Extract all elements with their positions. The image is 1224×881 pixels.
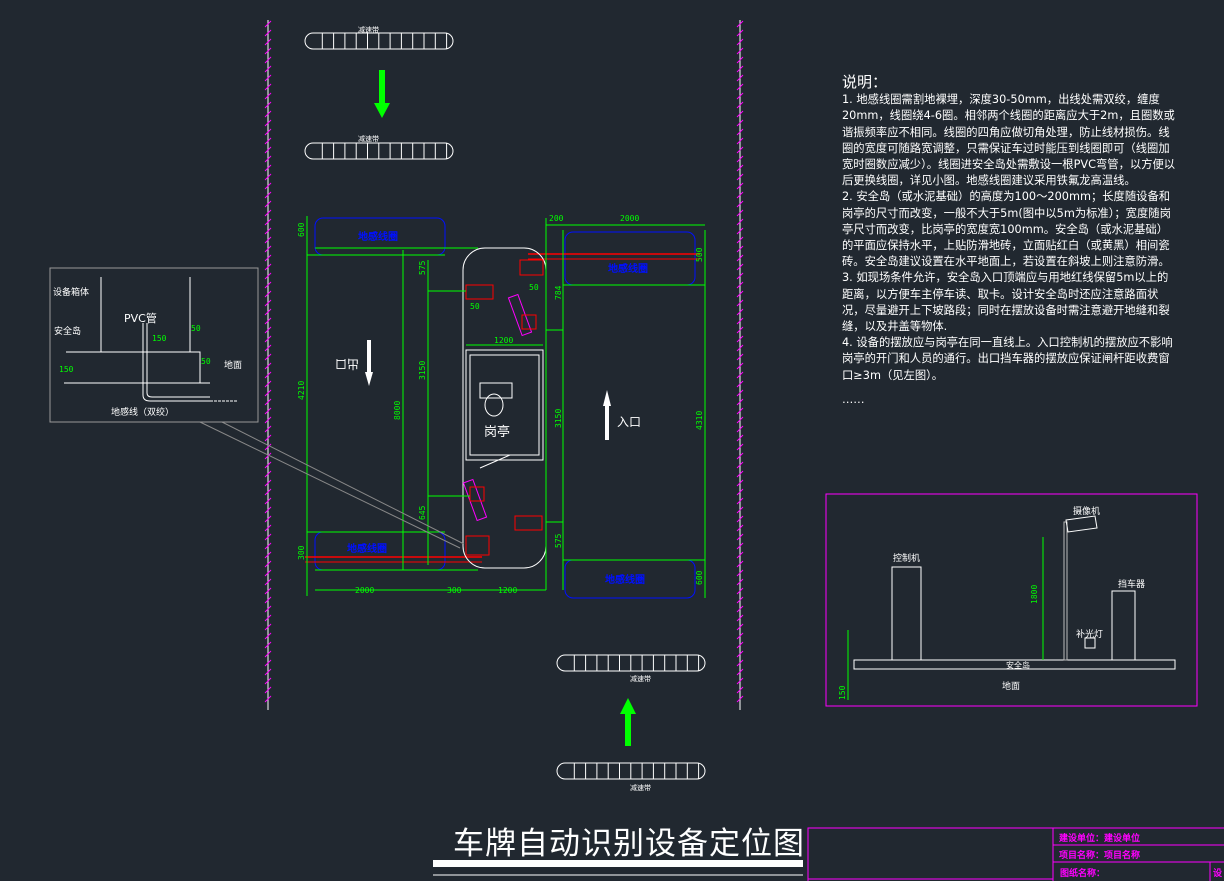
speed-bump bbox=[304, 142, 454, 160]
svg-text:补光灯: 补光灯 bbox=[1076, 628, 1103, 640]
svg-text:摄像机: 摄像机 bbox=[1073, 505, 1100, 517]
svg-text:150: 150 bbox=[59, 365, 74, 374]
bump-label: 减速带 bbox=[358, 25, 379, 34]
dimension-label: 600 bbox=[695, 570, 704, 585]
speed-bump bbox=[556, 762, 706, 780]
svg-text:控制机: 控制机 bbox=[893, 552, 920, 564]
dimension-label: 3150 bbox=[554, 409, 563, 428]
svg-text:地感线（双绞）: 地感线（双绞） bbox=[111, 406, 174, 418]
booth: 岗亭 bbox=[465, 349, 544, 469]
inset-elevation: 摄像机 控制机 挡车器 补光灯 安全岛 地面 1800 150 bbox=[825, 493, 1198, 707]
dimension-label: 200 bbox=[549, 214, 564, 223]
svg-text:150: 150 bbox=[152, 334, 167, 343]
arrow-up-icon bbox=[620, 698, 636, 746]
arrow-down-icon bbox=[374, 70, 390, 118]
speed-bump bbox=[556, 654, 706, 672]
svg-text:地面: 地面 bbox=[1002, 680, 1020, 692]
svg-text:150: 150 bbox=[838, 685, 847, 700]
bump-label: 减速带 bbox=[630, 783, 651, 792]
dimension-label: 1200 bbox=[494, 336, 513, 345]
dimension-label: 50 bbox=[470, 302, 480, 311]
dimension-label: 8000 bbox=[393, 401, 402, 420]
road-edge-right bbox=[736, 20, 744, 710]
booth-label: 岗亭 bbox=[484, 424, 510, 440]
dimension-label: 4310 bbox=[695, 411, 704, 430]
dimension-label: 600 bbox=[297, 222, 306, 237]
dimension-label: 4210 bbox=[297, 381, 306, 400]
bump-label: 减速带 bbox=[630, 674, 651, 683]
loop-exit-top: 地感线圈 bbox=[314, 217, 446, 256]
loop-exit-bottom: 地感线圈 bbox=[314, 531, 446, 571]
dimension-label: 645 bbox=[418, 505, 427, 520]
note-item: 3. 如现场条件允许，安全岛入口顶端应与用地红线保留5m以上的距离，以方便车主停… bbox=[842, 271, 1170, 334]
dimension-label: 500 bbox=[695, 247, 704, 262]
arrow-down-icon bbox=[365, 340, 373, 386]
project-field: 项目名称：项目名称 bbox=[1059, 849, 1140, 861]
svg-text:地感线圈: 地感线圈 bbox=[608, 262, 648, 275]
arrow-up-icon bbox=[603, 390, 611, 440]
entry-label: 入口 bbox=[617, 415, 641, 429]
title-block bbox=[807, 827, 1224, 881]
dimension-labels: 600 4210 8000 3150 575 645 300 2000 300 1200 1200 2… bbox=[297, 214, 704, 595]
speed-bumps bbox=[304, 32, 706, 780]
svg-text:1800: 1800 bbox=[1030, 585, 1039, 604]
svg-text:地感线圈: 地感线圈 bbox=[347, 542, 387, 555]
svg-text:50: 50 bbox=[201, 357, 211, 366]
svg-text:安全岛: 安全岛 bbox=[54, 325, 81, 337]
exit-label: 出口 bbox=[335, 357, 359, 371]
dimension-label: 50 bbox=[529, 283, 539, 292]
dimension-label: 784 bbox=[554, 285, 563, 300]
road-edge-left bbox=[264, 20, 272, 710]
builder-field: 建设单位：建设单位 bbox=[1059, 832, 1140, 844]
svg-text:地感线圈: 地感线圈 bbox=[358, 230, 398, 243]
speed-bump bbox=[304, 32, 454, 50]
note-item: 4. 设备的摆放应与岗亭在同一直线上。入口控制机的摆放应不影响岗亭的开门和人员的… bbox=[842, 336, 1173, 382]
svg-text:安全岛: 安全岛 bbox=[1006, 660, 1030, 670]
svg-text:地感线圈: 地感线圈 bbox=[605, 573, 645, 586]
bump-label: 减速带 bbox=[358, 134, 379, 143]
inset-loop-section: 设备箱体 PVC管 安全岛 地面 地感线（双绞） 150 150 50 50 bbox=[49, 267, 259, 423]
dimension-label: 1200 bbox=[498, 586, 517, 595]
note-item: 2. 安全岛（或水泥基础）的高度为100～200mm；长度随设备和岗亭的尺寸而改… bbox=[842, 190, 1171, 269]
note-item: 1. 地感线圈需割地裸埋，深度30-50mm，出线处需双绞，缠度20mm，线圈绕… bbox=[842, 93, 1176, 188]
dimension-label: 2000 bbox=[355, 586, 374, 595]
devices bbox=[462, 259, 544, 556]
notes-ellipsis: …… bbox=[842, 392, 865, 406]
dimension-label: 3150 bbox=[418, 361, 427, 380]
dimension-label: 575 bbox=[418, 260, 427, 275]
svg-text:地面: 地面 bbox=[224, 359, 242, 371]
loop-entry-bottom: 地感线圈 bbox=[564, 559, 696, 599]
svg-text:挡车器: 挡车器 bbox=[1118, 578, 1145, 590]
safety-island bbox=[462, 247, 547, 569]
dimension-label: 300 bbox=[297, 545, 306, 560]
drawing-name-field: 图纸名称： bbox=[1060, 867, 1105, 879]
drawing-title: 车牌自动识别设备定位图 bbox=[453, 826, 805, 862]
title-block-extra: 设 bbox=[1213, 867, 1223, 879]
svg-text:PVC管: PVC管 bbox=[124, 311, 157, 325]
notes-heading: 说明： bbox=[842, 73, 888, 91]
dimension-label: 575 bbox=[554, 533, 563, 548]
dimension-label: 2000 bbox=[620, 214, 639, 223]
dimension-lines bbox=[306, 216, 706, 598]
notes: 说明： 1. 地感线圈需割地裸埋，深度30-50mm，出线处需双绞，缠度20mm… bbox=[842, 74, 1178, 408]
svg-text:设备箱体: 设备箱体 bbox=[53, 286, 89, 298]
dimension-label: 300 bbox=[447, 586, 462, 595]
svg-text:50: 50 bbox=[191, 324, 201, 333]
